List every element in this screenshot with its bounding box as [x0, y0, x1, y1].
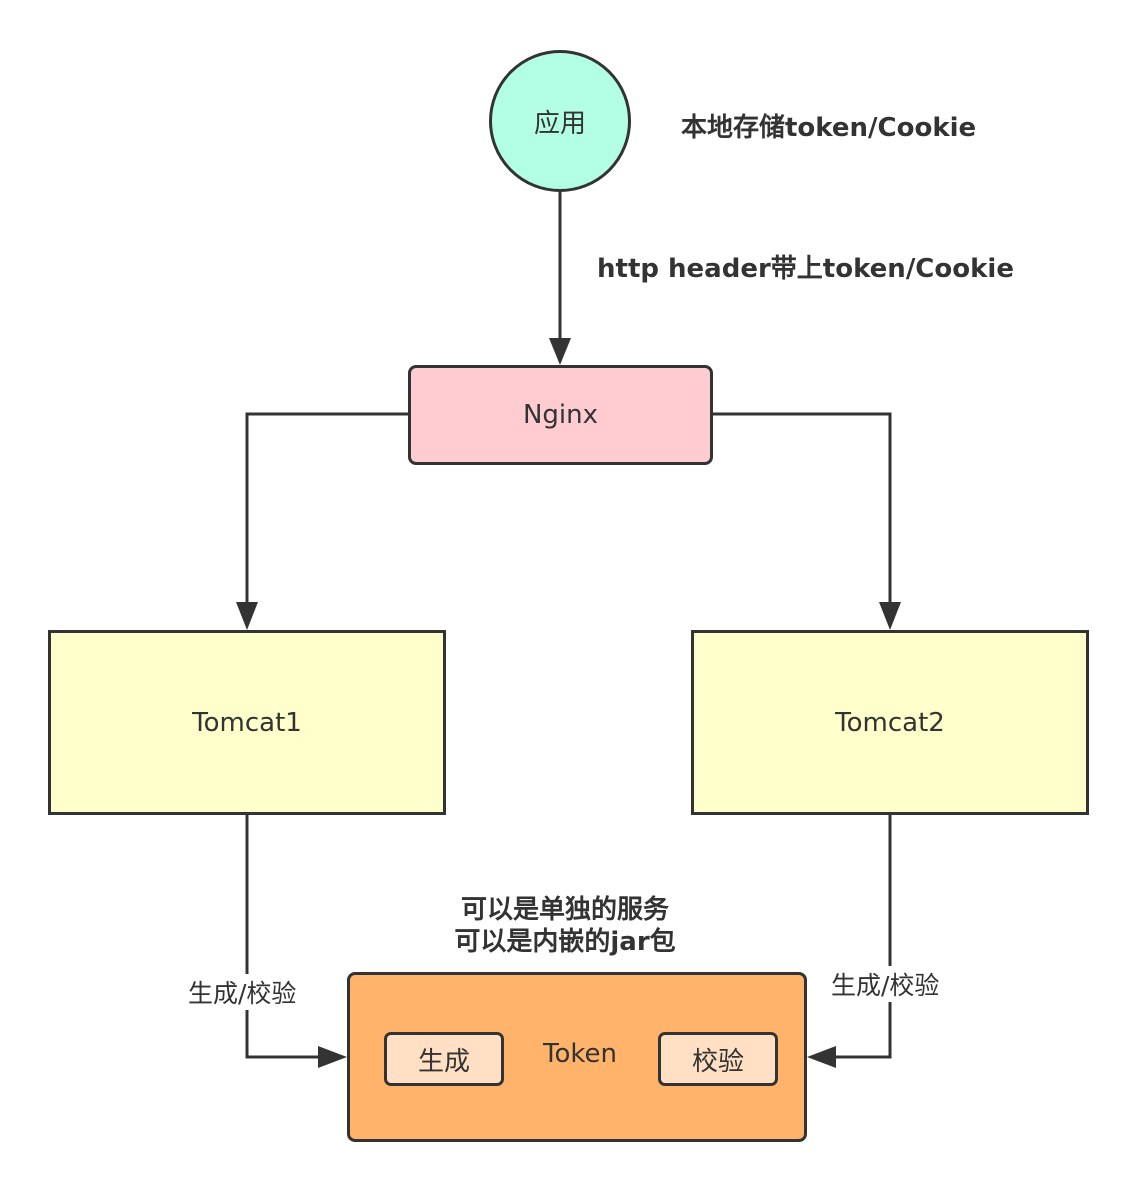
- edge-tomcat2-to-token: [807, 815, 892, 1068]
- nginx-node: Nginx: [408, 365, 713, 465]
- edge-label-tomcat1: 生成/校验: [188, 974, 297, 1010]
- token-generate-label: 生成: [417, 1046, 470, 1077]
- app-node: 应用: [489, 50, 631, 192]
- token-verify-label: 校验: [691, 1046, 744, 1077]
- token-node-label: Token: [543, 1039, 617, 1069]
- token-verify-box: 校验: [658, 1032, 778, 1086]
- tomcat1-node: Tomcat1: [48, 630, 446, 815]
- token-note-line1: 可以是单独的服务: [460, 895, 669, 925]
- nginx-node-label: Nginx: [522, 400, 599, 430]
- tomcat2-node: Tomcat2: [691, 630, 1089, 815]
- token-note-line2: 可以是内嵌的jar包: [454, 927, 676, 957]
- token-note: 可以是单独的服务 可以是内嵌的jar包: [400, 894, 730, 958]
- header-annotation: http header带上token/Cookie: [597, 254, 1014, 284]
- token-node: 生成 Token 校验: [347, 972, 807, 1142]
- edge-tomcat1-to-token: [245, 815, 347, 1068]
- tomcat2-node-label: Tomcat2: [835, 707, 945, 738]
- edge-nginx-to-tomcat1: [236, 412, 408, 630]
- tomcat1-node-label: Tomcat1: [192, 707, 302, 738]
- app-node-label: 应用: [533, 108, 586, 139]
- edge-label-tomcat2: 生成/校验: [831, 966, 940, 1002]
- storage-annotation: 本地存储token/Cookie: [681, 113, 977, 143]
- edge-nginx-to-tomcat2: [713, 412, 901, 630]
- edge-app-to-nginx: [549, 192, 571, 365]
- token-generate-box: 生成: [384, 1032, 504, 1086]
